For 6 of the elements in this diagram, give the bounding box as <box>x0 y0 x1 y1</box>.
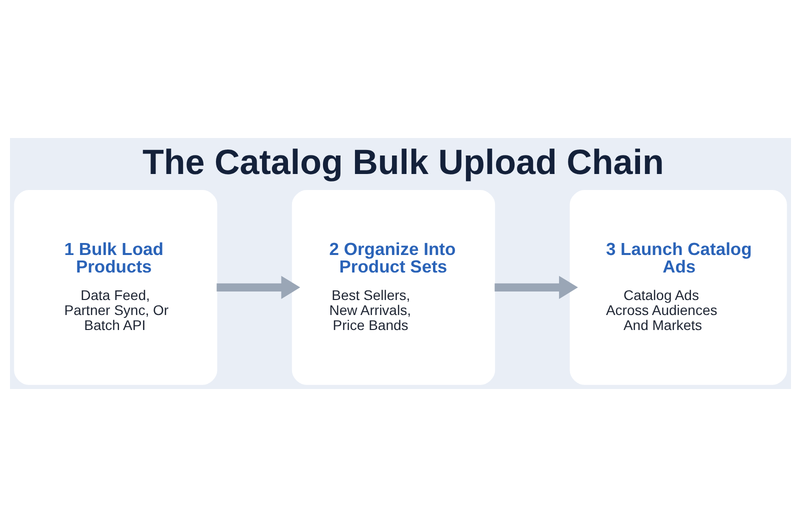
arrow <box>494 275 578 298</box>
node-box: 3 Launch Catalog Ads Catalog Ads Across Audiences And Markets <box>569 189 786 384</box>
node-box: 2 Organize Into Product Sets Best Sellers, New Arrivals, Price Bands <box>291 189 495 384</box>
diagram-title: The Catalog Bulk Upload Chain <box>142 142 664 182</box>
arrow <box>216 275 300 298</box>
node-box: 1 Bulk Load Products Data Feed, Partner Sync, Or Batch API <box>14 189 217 384</box>
